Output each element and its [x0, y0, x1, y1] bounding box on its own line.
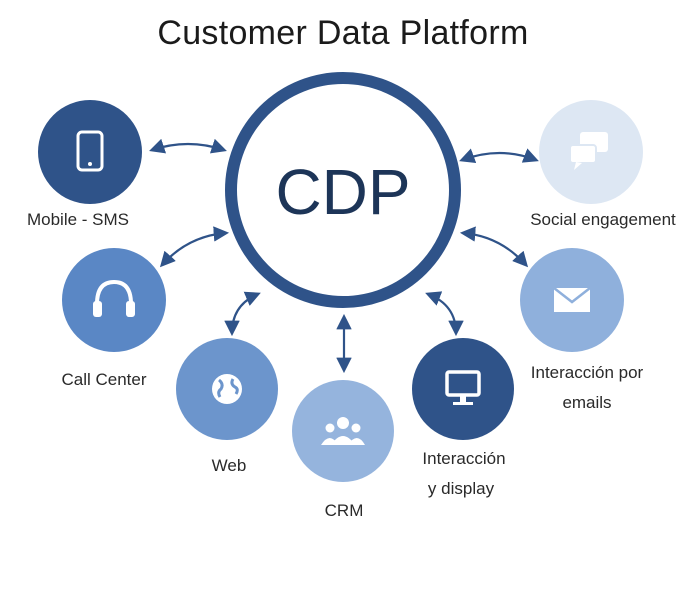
- arrow-social: [459, 148, 539, 163]
- label-crm: CRM: [325, 501, 364, 520]
- cdp-hub: [225, 72, 461, 308]
- mobile-phone-icon: [76, 130, 104, 172]
- diagram-title: Customer Data Platform: [157, 14, 529, 52]
- headphones-icon: [93, 279, 135, 317]
- label-interaccion-emails-line2: emails: [562, 393, 611, 412]
- cdp-label: CDP: [275, 156, 410, 228]
- arrow-web: [224, 291, 261, 337]
- node-interaccion-display: [412, 338, 514, 440]
- envelope-icon: [553, 287, 591, 312]
- node-call-center: [62, 248, 166, 352]
- arrow-display: [425, 291, 464, 337]
- label-interaccion-display-line2: y display: [428, 479, 495, 498]
- globe-icon: [212, 374, 242, 404]
- arrow-email: [459, 226, 529, 268]
- label-interaccion-emails-line1: Interacción por: [531, 363, 644, 382]
- node-mobile-sms: [38, 100, 142, 204]
- arrow-mobile: [149, 138, 227, 154]
- arrow-call-center: [159, 226, 230, 268]
- chat-bubbles-icon: [569, 132, 608, 170]
- label-call-center: Call Center: [61, 370, 146, 389]
- monitor-icon: [445, 370, 481, 405]
- label-social-engagement: Social engagement: [530, 210, 676, 229]
- users-icon: [321, 417, 365, 445]
- label-mobile-sms: Mobile - SMS: [27, 210, 129, 229]
- label-web: Web: [212, 456, 247, 475]
- node-crm: [292, 380, 394, 482]
- connectors: [149, 138, 539, 374]
- label-interaccion-display-line1: Interacción: [422, 449, 505, 468]
